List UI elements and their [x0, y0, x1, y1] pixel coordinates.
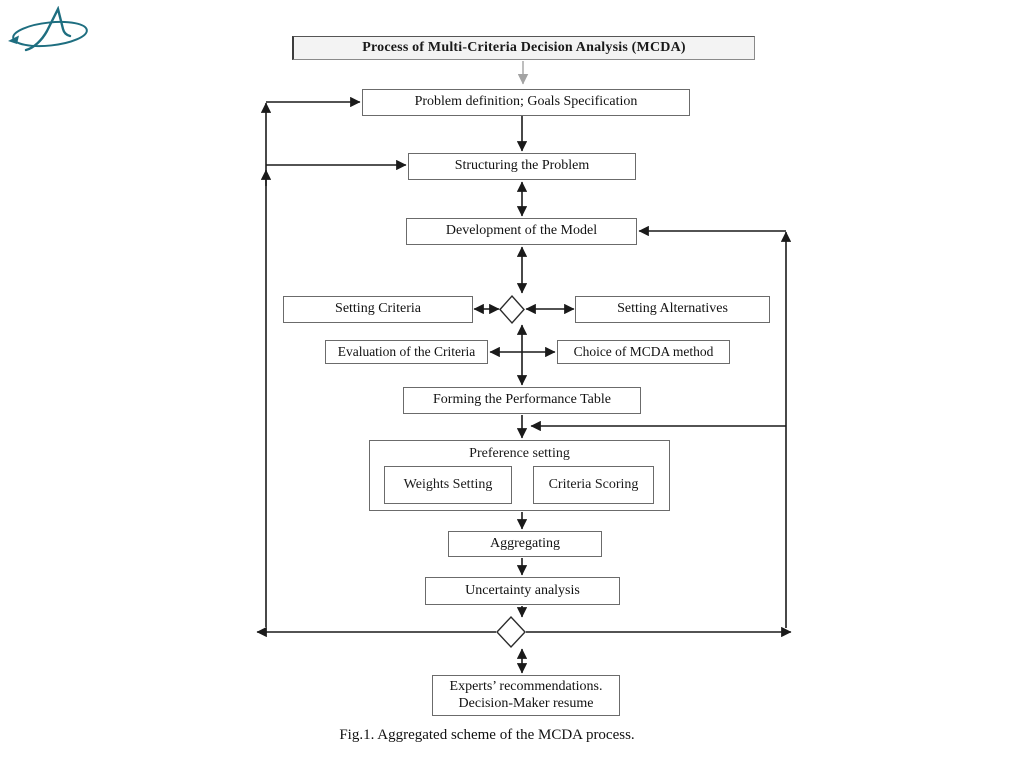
node-preference-setting-group: Preference setting Weights Setting Crite… [369, 440, 670, 511]
tsagi-logo-icon [8, 6, 88, 52]
node-preference-setting-label: Preference setting [469, 446, 570, 461]
node-forming-performance-table: Forming the Performance Table [403, 387, 641, 414]
node-uncertainty-analysis-label: Uncertainty analysis [465, 582, 580, 598]
node-evaluation-criteria: Evaluation of the Criteria [325, 340, 488, 364]
node-evaluation-criteria-label: Evaluation of the Criteria [337, 344, 476, 360]
node-setting-criteria-label: Setting Criteria [335, 301, 421, 317]
decision-diamond-bottom [496, 615, 526, 649]
node-uncertainty-analysis: Uncertainty analysis [425, 577, 620, 605]
node-experts-line1: Experts’ recommendations. [449, 679, 603, 695]
node-setting-criteria: Setting Criteria [283, 296, 473, 323]
node-problem-definition: Problem definition; Goals Specification [362, 89, 690, 116]
node-weights-setting-label: Weights Setting [403, 477, 493, 492]
diagram-title-label: Process of Multi-Criteria Decision Analy… [362, 40, 686, 55]
node-choice-mcda-method-label: Choice of MCDA method [573, 344, 714, 360]
node-development-model: Development of the Model [406, 218, 637, 245]
node-structuring-problem: Structuring the Problem [408, 153, 636, 180]
node-experts-line2: Decision-Maker resume [458, 695, 594, 711]
node-choice-mcda-method: Choice of MCDA method [557, 340, 730, 364]
figure-caption: Fig.1. Aggregated scheme of the MCDA pro… [339, 727, 635, 743]
diagram-title: Process of Multi-Criteria Decision Analy… [292, 36, 755, 60]
node-aggregating: Aggregating [448, 531, 602, 557]
node-criteria-scoring-label: Criteria Scoring [548, 477, 639, 492]
node-weights-setting: Weights Setting [384, 466, 512, 504]
connector-lines [256, 61, 792, 674]
node-setting-alternatives-label: Setting Alternatives [617, 301, 728, 317]
node-setting-alternatives: Setting Alternatives [575, 296, 770, 323]
node-structuring-problem-label: Structuring the Problem [454, 158, 590, 174]
node-aggregating-label: Aggregating [490, 535, 560, 551]
decision-diamond-top [499, 294, 525, 325]
node-development-model-label: Development of the Model [445, 223, 598, 239]
node-forming-performance-table-label: Forming the Performance Table [433, 392, 611, 408]
node-experts-recommendations: Experts’ recommendations. Decision-Maker… [432, 675, 620, 716]
node-problem-definition-label: Problem definition; Goals Specification [414, 94, 638, 110]
node-criteria-scoring: Criteria Scoring [533, 466, 654, 504]
